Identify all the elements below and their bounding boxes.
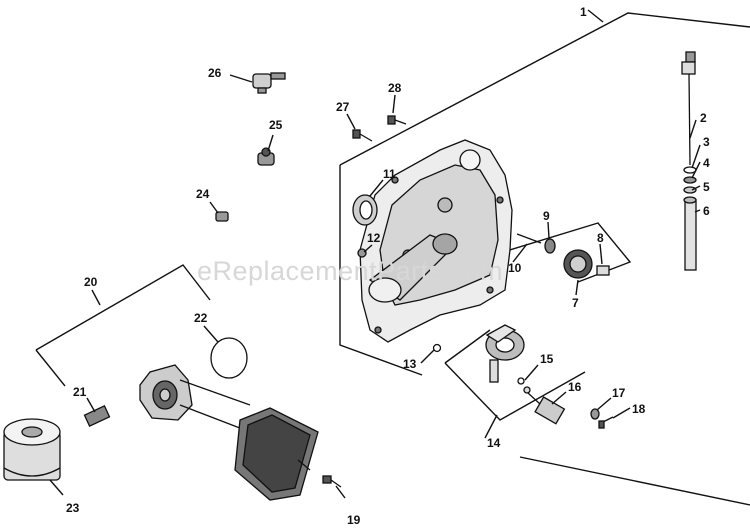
oil-pump [485, 324, 525, 383]
callout-4: 4 [703, 156, 710, 170]
callout-20: 20 [84, 275, 98, 289]
filter-adapter [139, 364, 251, 431]
callout-7: 7 [572, 296, 579, 310]
callout-6: 6 [703, 204, 710, 218]
callout-26: 26 [208, 66, 222, 80]
leader-lines [49, 74, 701, 499]
assembly-bracket-7 [502, 222, 632, 283]
sensor [257, 147, 275, 166]
callout-17: 17 [612, 386, 626, 400]
screw-27 [352, 129, 373, 142]
grommet [683, 186, 697, 194]
callout-27: 27 [336, 100, 350, 114]
screw-18 [598, 416, 614, 429]
ball [432, 343, 442, 353]
callout-23: 23 [66, 501, 80, 515]
plug [357, 248, 367, 258]
oil-cooler [234, 407, 319, 501]
callout-8: 8 [597, 231, 604, 245]
assembly-bracket-1 [339, 9, 750, 506]
callout-28: 28 [388, 81, 402, 95]
governor-shaft [516, 233, 542, 244]
callout-numbers: 1 2 3 4 5 6 7 8 9 10 11 12 13 14 15 16 1… [66, 5, 710, 527]
oil-seal [352, 194, 378, 226]
callout-15: 15 [540, 352, 554, 366]
callout-5: 5 [703, 180, 710, 194]
dipstick-tube [683, 196, 697, 271]
callout-19: 19 [347, 513, 361, 527]
callout-9: 9 [543, 209, 550, 223]
screw-19 [322, 475, 342, 488]
callout-1: 1 [580, 5, 587, 19]
callout-16: 16 [568, 380, 582, 394]
o-ring-22 [210, 337, 248, 379]
governor-gear [563, 249, 593, 279]
fitting-24 [215, 211, 229, 222]
callout-10: 10 [508, 261, 522, 275]
callout-22: 22 [194, 311, 208, 325]
regulating-pin [596, 265, 610, 276]
callout-12: 12 [367, 231, 381, 245]
callout-2: 2 [700, 111, 707, 125]
washer [683, 176, 697, 184]
dipstick [681, 51, 696, 166]
callout-18: 18 [632, 402, 646, 416]
assembly-bracket-20 [35, 264, 211, 387]
callout-21: 21 [73, 385, 87, 399]
oil-filter [3, 418, 61, 481]
relief-spring [517, 377, 531, 394]
callout-14: 14 [487, 436, 501, 450]
assembly-bracket-14 [444, 329, 586, 421]
washer-17 [590, 408, 600, 420]
filter-adapter-nipple [83, 405, 111, 427]
callout-11: 11 [383, 167, 396, 181]
governor-washer [544, 238, 556, 254]
callout-24: 24 [196, 187, 210, 201]
callout-25: 25 [269, 118, 283, 132]
callout-13: 13 [403, 357, 417, 371]
screw-28 [387, 115, 407, 125]
watermark-text: eReplacementParts.com [197, 256, 503, 286]
callout-3: 3 [703, 135, 710, 149]
elbow-fitting [252, 72, 286, 94]
closure-plate [359, 139, 513, 343]
